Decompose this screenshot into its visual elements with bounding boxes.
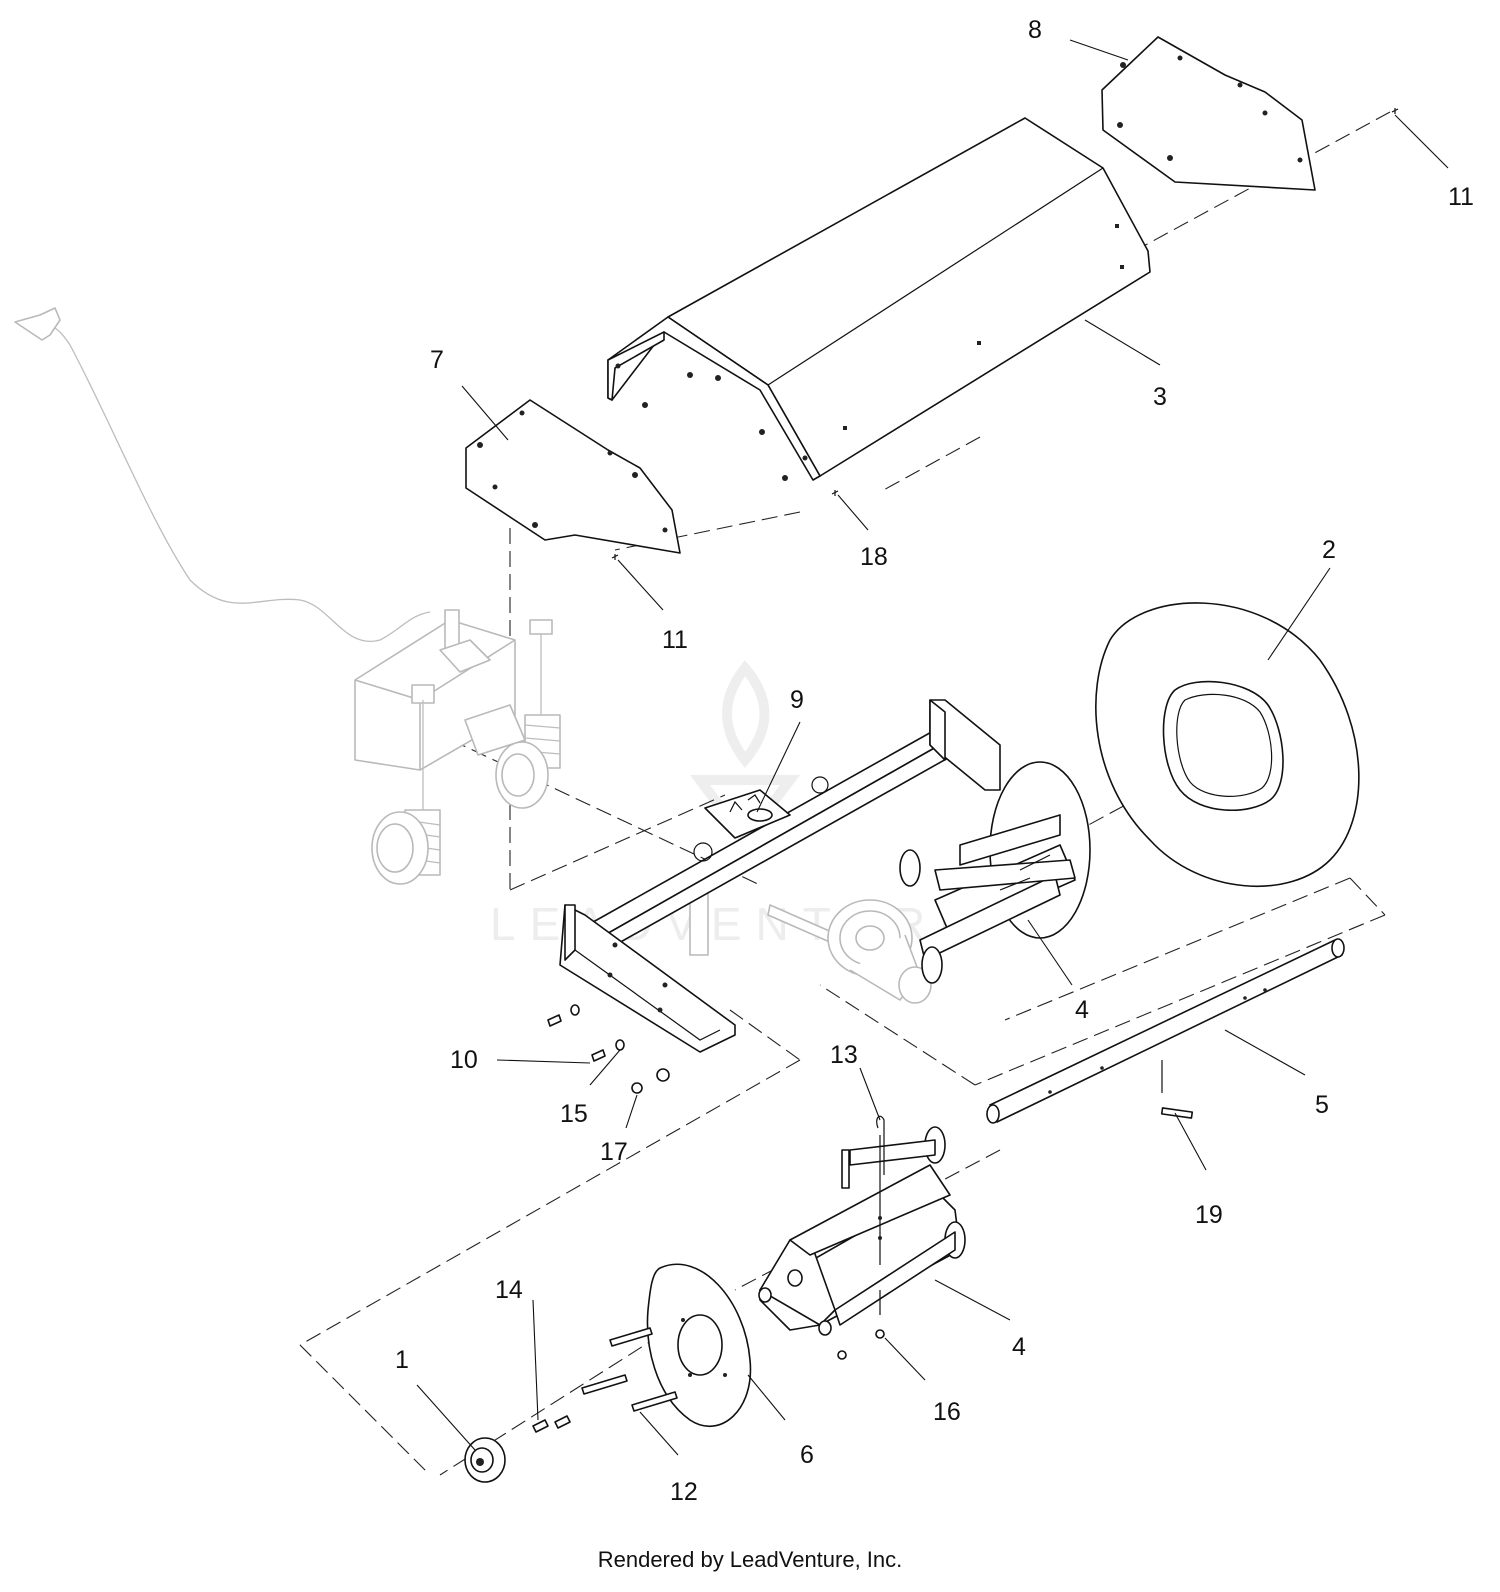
- callout-8: 8: [1028, 16, 1042, 44]
- part-3-hood[interactable]: [607, 117, 1151, 481]
- callout-13: 13: [830, 1041, 858, 1069]
- callout-11-left: 11: [662, 626, 688, 654]
- callout-15: 15: [560, 1100, 588, 1128]
- callout-19: 19: [1195, 1201, 1223, 1229]
- footer-credit: Rendered by LeadVenture, Inc.: [597, 1547, 903, 1572]
- part-1-hub[interactable]: [464, 1437, 506, 1483]
- callout-9: 9: [790, 686, 804, 714]
- callout-6: 6: [800, 1441, 814, 1469]
- part-18-pin[interactable]: [831, 490, 839, 496]
- callout-17: 17: [600, 1138, 628, 1166]
- part-17-nut[interactable]: [631, 1068, 670, 1094]
- part-6-disc[interactable]: [646, 1263, 752, 1427]
- callout-4-lower: 4: [1012, 1333, 1026, 1361]
- callout-16: 16: [933, 1398, 961, 1426]
- part-4-tine-reel-lower[interactable]: [758, 1126, 966, 1336]
- part-5-shaft[interactable]: [986, 938, 1345, 1124]
- part-2-tire[interactable]: [1095, 602, 1360, 887]
- callout-labels: 8 11 3 7 18 11 2 9 4 10 15 17 13 5 19 14…: [395, 16, 1474, 1506]
- callout-12: 12: [670, 1478, 698, 1506]
- leader-lines: [416, 39, 1449, 1456]
- part-7-side-plate[interactable]: [465, 399, 681, 554]
- callout-2: 2: [1322, 536, 1336, 564]
- callout-1: 1: [395, 1346, 409, 1374]
- callout-3: 3: [1153, 383, 1167, 411]
- part-16-nut[interactable]: [837, 1329, 885, 1360]
- part-4-tine-reel-upper[interactable]: [899, 761, 1091, 984]
- part-11-pin-right[interactable]: [1391, 108, 1399, 114]
- callout-14: 14: [495, 1276, 523, 1304]
- part-9-frame[interactable]: [559, 699, 1001, 1053]
- part-11-pin-left[interactable]: [611, 554, 619, 560]
- part-14-bolts[interactable]: [532, 1415, 571, 1433]
- callout-4-upper: 4: [1075, 996, 1089, 1024]
- part-12-pin[interactable]: [581, 1327, 678, 1412]
- callout-7: 7: [430, 346, 444, 374]
- caster-assembly-reference: [14, 307, 561, 885]
- part-8-side-plate[interactable]: [1101, 36, 1316, 191]
- callout-18: 18: [860, 543, 888, 571]
- callout-5: 5: [1315, 1091, 1329, 1119]
- part-10-bolt[interactable]: [547, 1014, 606, 1062]
- callout-11-right: 11: [1448, 183, 1474, 211]
- part-15-washer[interactable]: [570, 1004, 625, 1051]
- callout-10: 10: [450, 1046, 478, 1074]
